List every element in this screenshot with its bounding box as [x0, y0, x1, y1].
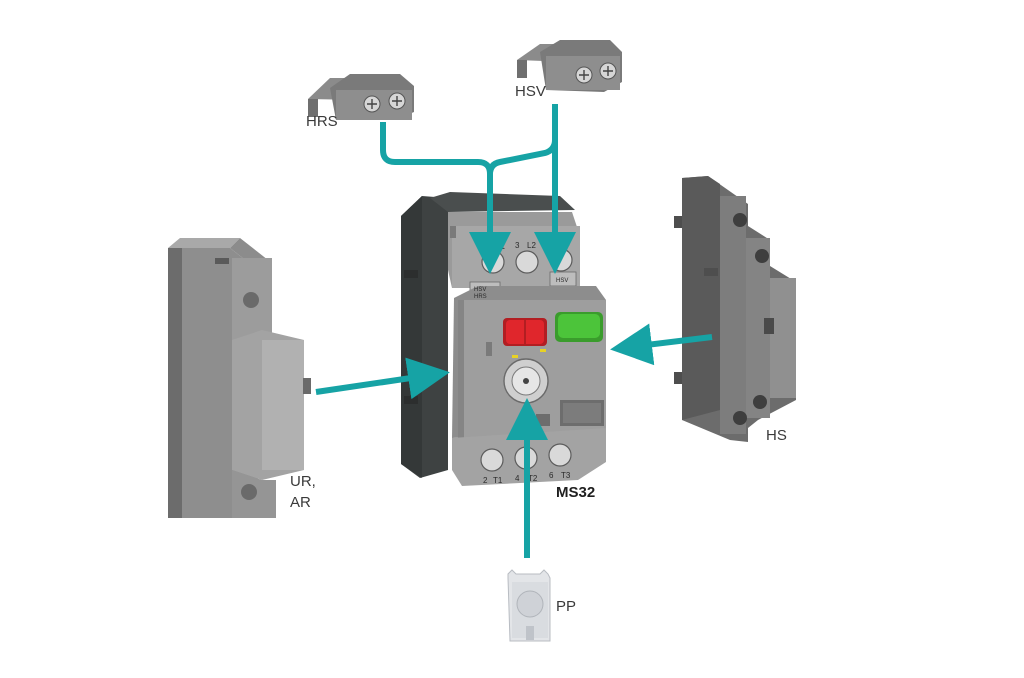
term-bot-2: 2 [483, 476, 488, 485]
term-bot-t3: T3 [561, 471, 571, 480]
pp-plate [507, 569, 551, 642]
term-top-l2: L2 [527, 241, 536, 250]
term-bot-6: 6 [549, 471, 554, 480]
label-pp: PP [556, 598, 577, 615]
term-top-l3: L3 [561, 239, 570, 248]
arrow-icon-hsv-to-slots [487, 104, 558, 175]
label-hsv: HSV [515, 83, 546, 100]
slot-left-hsv: HSV [474, 287, 486, 293]
hrs-connector [308, 74, 414, 120]
label-ms32: MS32 [556, 484, 596, 501]
arrow-icon-hs-to-ms32 [610, 323, 713, 366]
arrows [315, 104, 713, 558]
term-bot-4: 4 [515, 474, 520, 483]
label-hrs: HRS [306, 113, 338, 130]
ur-ar-module [168, 238, 311, 518]
term-bot-t2: T2 [528, 474, 538, 483]
arrow-icon-ur-to-ms32 [315, 357, 450, 400]
term-bot-t1: T1 [493, 476, 503, 485]
ms32-device: 1 L1 3 L2 5 L3 HSV HRS HSV 2 T1 4 T2 6 T… [401, 192, 606, 486]
slot-right-hsv: HSV [556, 278, 568, 284]
hs-module [674, 176, 796, 442]
term-top-3: 3 [515, 241, 520, 250]
label-ur: UR, [290, 473, 316, 490]
label-ar: AR [290, 494, 311, 511]
label-hs: HS [766, 427, 787, 444]
term-top-l1: L1 [496, 242, 505, 251]
slot-left-hrs: HRS [474, 294, 487, 300]
hsv-connector [517, 40, 622, 92]
